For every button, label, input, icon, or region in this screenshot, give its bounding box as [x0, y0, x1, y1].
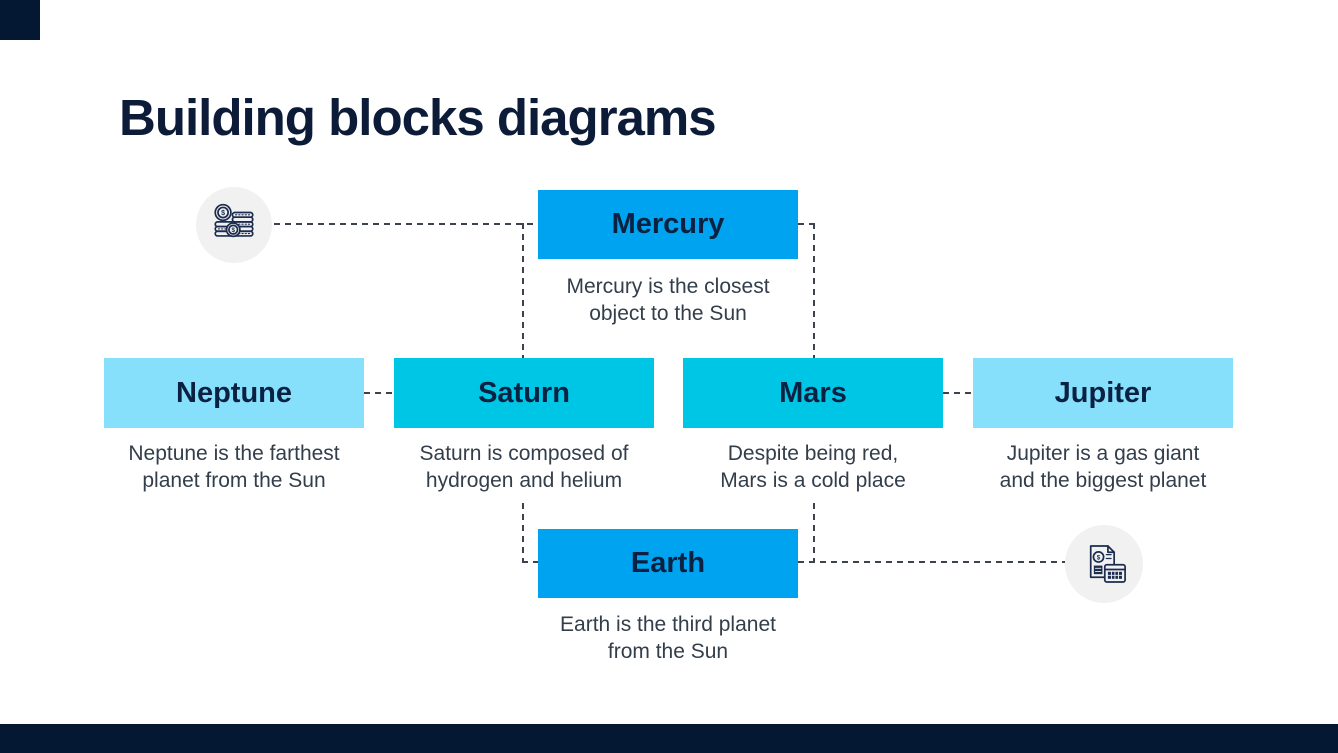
connector-saturn-to-earth [522, 503, 524, 562]
caption-saturn: Saturn is composed of hydrogen and heliu… [419, 442, 629, 492]
block-neptune: Neptune [104, 358, 364, 428]
connector-mercury-to-mars [813, 223, 815, 358]
block-mercury: Mercury [538, 190, 798, 259]
caption-earth: Earth is the third planet from the Sun [560, 613, 776, 663]
block-saturn-label: Saturn [478, 376, 570, 409]
invoice-calculator-icon: $ [1065, 525, 1143, 603]
block-mercury-label: Mercury [611, 208, 725, 240]
connector-mars-to-jupiter [943, 392, 973, 394]
connector-mercury-right-stub [798, 223, 816, 225]
corner-accent-square [0, 0, 40, 40]
block-mars: Mars [683, 358, 943, 428]
block-earth: Earth [538, 529, 798, 598]
caption-jupiter: Jupiter is a gas giant and the biggest p… [999, 442, 1207, 492]
money-coins-icon: $ $ [196, 187, 272, 263]
block-mars-label: Mars [779, 376, 847, 409]
connector-mercury-to-saturn [522, 223, 524, 358]
connector-mars-to-earth-line [813, 503, 815, 562]
connector-earth-to-icon [798, 561, 1065, 563]
connector-earth-left-stub [522, 561, 538, 563]
page-title: Building blocks diagrams [119, 89, 717, 146]
svg-text:$: $ [1097, 555, 1101, 562]
block-earth-label: Earth [630, 547, 706, 579]
svg-text:$: $ [221, 210, 225, 217]
caption-mercury: Mercury is the closest object to the Sun [566, 275, 770, 325]
bottom-accent-bar [0, 724, 1338, 753]
block-jupiter-label: Jupiter [1054, 376, 1152, 409]
svg-text:$: $ [231, 227, 235, 234]
block-neptune-label: Neptune [176, 376, 292, 409]
block-saturn: Saturn [394, 358, 654, 428]
caption-neptune: Neptune is the farthest planet from the … [128, 442, 340, 492]
caption-mars: Despite being red, Mars is a cold place [720, 442, 906, 492]
connector-neptune-to-saturn [364, 392, 394, 394]
block-jupiter: Jupiter [973, 358, 1233, 428]
connector-icon-to-mercury [274, 223, 538, 225]
